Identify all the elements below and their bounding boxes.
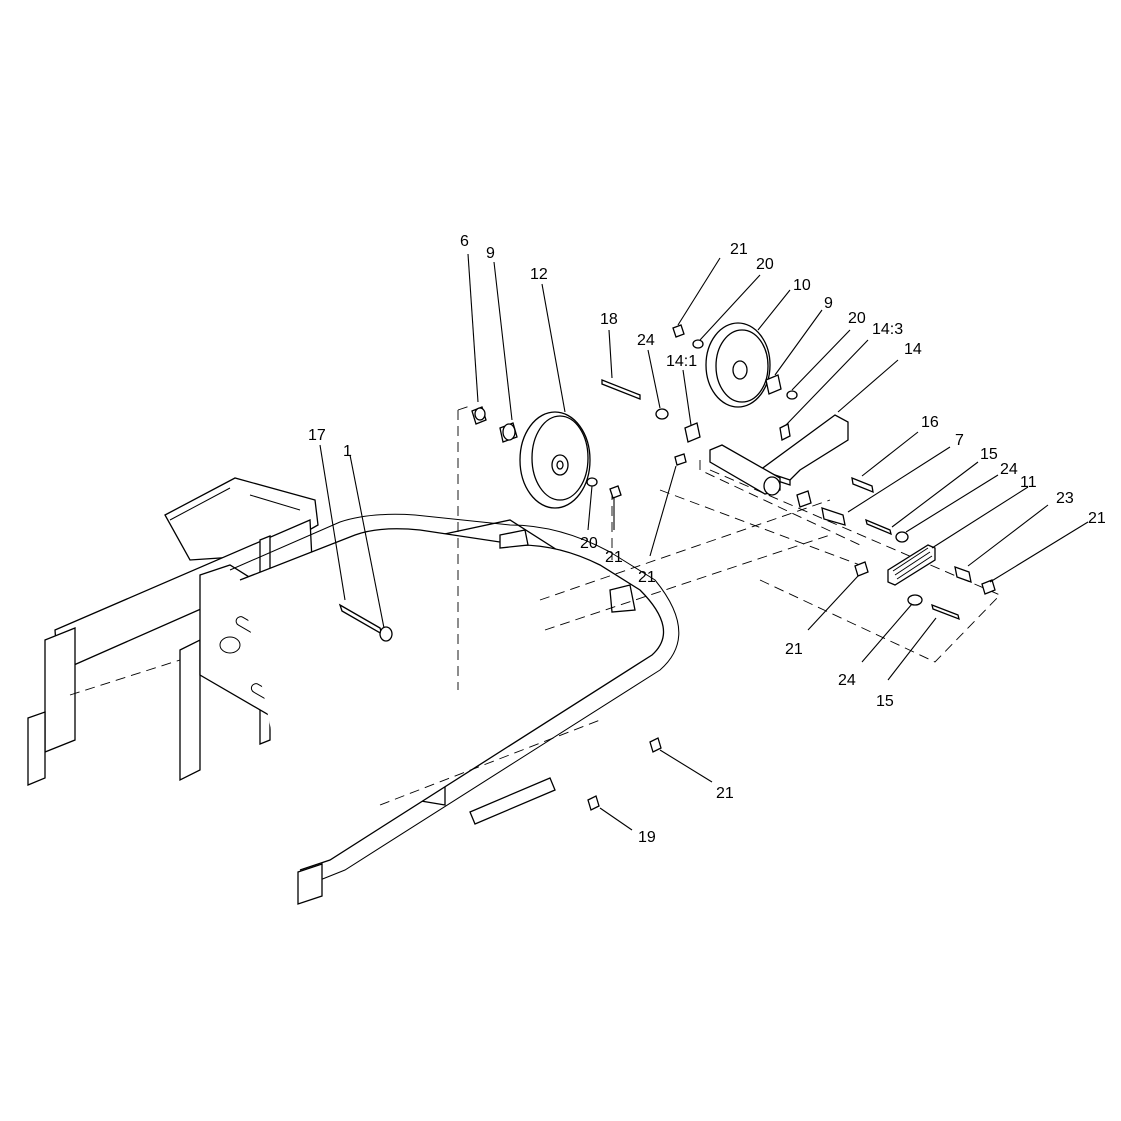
grease-fitting-14-3 <box>779 423 791 441</box>
callout-9-right: 9 <box>824 295 833 312</box>
washer-20-right <box>786 390 798 400</box>
callout-14: 14 <box>904 341 922 358</box>
nut-21-left <box>609 485 622 499</box>
left-foot-plate <box>27 711 46 786</box>
callout-15-top: 15 <box>980 446 998 463</box>
callout-21-left: 21 <box>605 549 623 566</box>
callout-24-mid: 24 <box>1000 461 1018 478</box>
bushing-14-1 <box>684 422 701 443</box>
spacer-7 <box>821 507 846 526</box>
callout-9-left: 9 <box>486 245 495 262</box>
callout-23: 23 <box>1056 490 1074 507</box>
tubular-bumper-outer <box>239 528 665 871</box>
callout-10: 10 <box>793 277 811 294</box>
washer-24-bottom <box>907 594 923 606</box>
leader-lines <box>319 253 1089 831</box>
frame-assembly <box>27 477 680 905</box>
callout-21-right: 21 <box>1088 510 1106 527</box>
frame-hardware <box>338 603 662 811</box>
nut-21-right <box>981 579 996 595</box>
bumper-tube-end <box>297 863 323 905</box>
washer-24-mid <box>895 531 909 543</box>
callout-21-frame: 21 <box>716 785 734 802</box>
nut-21-top <box>672 324 685 338</box>
bolt-18 <box>601 379 641 400</box>
callout-14-1: 14:1 <box>666 353 697 370</box>
callout-labels: 6 9 12 20 21 17 1 18 24 14:1 21 21 20 10… <box>308 233 1106 846</box>
callout-24-bottom: 24 <box>838 672 856 689</box>
callout-15-bottom: 15 <box>876 693 894 710</box>
left-pulley-group <box>471 406 622 509</box>
lower-skid-plate <box>469 777 556 825</box>
callout-7: 7 <box>955 432 964 449</box>
washer-1 <box>379 626 393 642</box>
spring-11 <box>887 544 936 586</box>
left-post <box>179 638 201 782</box>
callout-12: 12 <box>530 266 548 283</box>
spacer-23 <box>954 566 972 583</box>
callout-20-top: 20 <box>756 256 774 273</box>
washer-20-top <box>692 339 704 349</box>
nut-21-lower <box>854 561 869 577</box>
washer-24-top <box>655 408 669 420</box>
callout-18: 18 <box>600 311 618 328</box>
callout-21-top: 21 <box>730 241 748 258</box>
idler-arm-group <box>601 322 996 621</box>
callout-16: 16 <box>921 414 939 431</box>
callout-21-lower: 21 <box>785 641 803 658</box>
bolt-16 <box>851 476 874 494</box>
washer-20-left <box>586 477 598 487</box>
callout-24-top: 24 <box>637 332 655 349</box>
callout-19: 19 <box>638 829 656 846</box>
bushing-9-right <box>765 374 782 395</box>
callout-11: 11 <box>1020 474 1037 491</box>
callout-21-arm: 21 <box>638 569 656 586</box>
callout-20-left: 20 <box>580 535 598 552</box>
nut-19 <box>587 795 600 811</box>
callout-14-3: 14:3 <box>872 321 903 338</box>
left-end-bracket <box>44 627 76 753</box>
nut-21-arm <box>674 453 687 466</box>
bolt-15-top <box>865 518 892 536</box>
callout-1: 1 <box>343 443 352 460</box>
bolt-15-bottom <box>931 603 960 621</box>
callout-17: 17 <box>308 427 326 444</box>
callout-6: 6 <box>460 233 469 250</box>
nut-21-frame <box>649 737 662 753</box>
callout-20-right: 20 <box>848 310 866 327</box>
spacer-small <box>796 490 812 508</box>
